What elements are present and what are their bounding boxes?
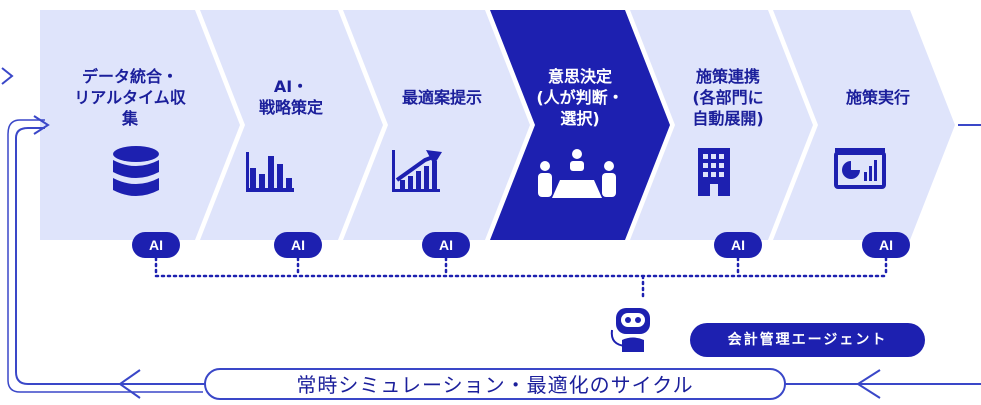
bar-chart-icon (246, 152, 294, 192)
step-label-data-integration: データ統合・ リアルタイム収集 (74, 66, 186, 128)
step-chevron-3 (343, 10, 530, 240)
ai-badge: AI (274, 232, 322, 258)
ai-badge: AI (862, 232, 910, 258)
step-chevron-6 (773, 10, 955, 240)
ai-dotted-connector (154, 256, 888, 302)
step-label-strategy: AI・ 戦略策定 (258, 77, 323, 117)
step-label-proposal: 最適案提示 (401, 87, 482, 107)
cycle-label: 常時シミュレーション・最適化のサイクル (296, 373, 694, 397)
database-icon (113, 146, 159, 196)
step-label-coordination: 施策連携 (各部門に 自動展開) (692, 66, 764, 128)
step-chevron-1 (40, 10, 240, 240)
cycle-arrow-left-icon (118, 369, 141, 399)
feedback-loop-line-inner (7, 119, 203, 393)
entry-arrow-icon (1, 67, 14, 85)
robot-icon (610, 308, 650, 352)
cycle-label-frame (204, 368, 786, 400)
step-label-execution: 施策実行 (845, 87, 910, 107)
ai-badge: AI (422, 232, 470, 258)
step-chevron-2 (200, 10, 383, 240)
step-chevron-5 (630, 10, 813, 240)
ai-badge: AI (132, 232, 180, 258)
feedback-loop-line (15, 127, 203, 385)
dashboard-icon (834, 148, 886, 189)
ai-badge: AI (714, 232, 762, 258)
meeting-icon (538, 149, 616, 198)
feedback-arrow-icon (33, 115, 50, 135)
cycle-arrow-right-icon (856, 369, 881, 399)
trend-chart-icon (392, 150, 442, 192)
building-icon (698, 148, 730, 196)
step-chevron-4 (490, 10, 670, 240)
agent-label: 会計管理エージェント (690, 323, 925, 357)
step-label-decision: 意思決定 (人が判断・ 選択) (536, 66, 624, 128)
